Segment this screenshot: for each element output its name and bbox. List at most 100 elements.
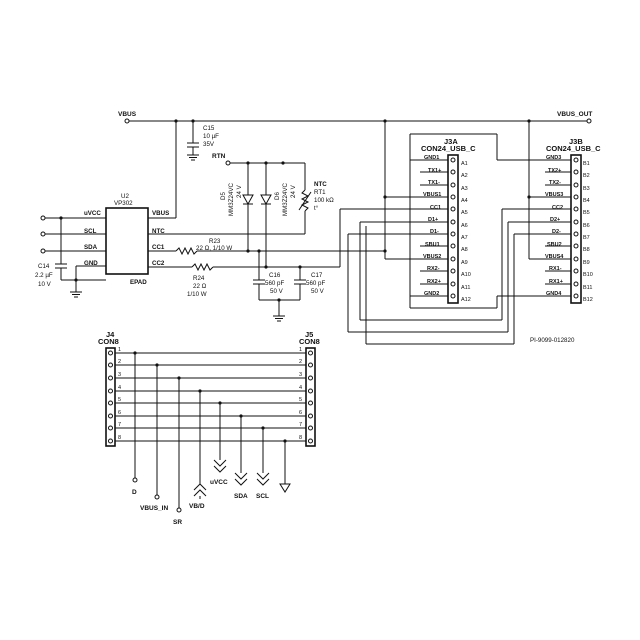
j3b-pin-num: B8: [583, 247, 590, 253]
rt1-type: NTC: [314, 181, 327, 188]
j3a-pin-name: TX1-: [428, 180, 440, 186]
d6-ref: D6: [274, 192, 281, 200]
j3a-pin-num: A11: [461, 285, 470, 291]
u2-pin-uvcc: uVCC: [84, 210, 101, 217]
c14-value: 2.2 µF: [35, 272, 53, 279]
j3b-pin-names: GND3 TX2+ TX2- VBUS3 CC2 D2+ D2- SBU2 VB…: [545, 155, 564, 297]
j3b-pin-name: GND3: [546, 155, 561, 161]
uvcc-arrow-icon: [213, 459, 227, 473]
j4-ref: J4: [106, 330, 115, 339]
j3a-pin-num: A10: [461, 272, 471, 278]
j5-pin-num: 2: [299, 359, 302, 365]
j3b-pin-num: B5: [583, 210, 590, 216]
j4-part: CON8: [98, 337, 119, 346]
j3a-pin-name: TX1+: [428, 168, 441, 174]
net-label-vbus-out: VBUS_OUT: [557, 111, 592, 118]
c17-value: 560 pF: [306, 280, 325, 287]
net-label-uvcc: uVCC: [210, 479, 228, 486]
j4-pin-numbers: 1 2 3 4 5 6 7 8: [118, 347, 121, 441]
u2-pin-scl: SCL: [84, 228, 97, 235]
r23-ref: R23: [209, 238, 221, 245]
r24-value: 22 Ω: [193, 283, 207, 290]
net-label-vbus-in: VBUS_IN: [140, 505, 168, 512]
j5-pin-num: 5: [299, 397, 302, 403]
rtn-wire: [225, 160, 305, 166]
j3b-pin-name: RX1+: [549, 279, 563, 285]
j3b-pin-num: B7: [583, 235, 590, 241]
j3b-pin-num: B1: [583, 161, 590, 167]
u2-pin-ntc: NTC: [152, 228, 165, 235]
net-label-d: D: [132, 489, 137, 496]
capacitor-c15: [187, 121, 199, 161]
vbus-rail: [124, 118, 592, 124]
u2-pin-vbus: VBUS: [152, 210, 169, 217]
u2-body: [105, 207, 149, 275]
j5-pin-num: 7: [299, 422, 302, 428]
d5-ref: D5: [220, 192, 227, 200]
j5-part: CON8: [299, 337, 320, 346]
drawing-id: PI-9099-012820: [530, 337, 575, 344]
j5-ref: J5: [305, 330, 313, 339]
j4-pin-num: 1: [118, 347, 121, 353]
j3a-pin-names: GND1 TX1+ TX1- VBUS1 CC1 D1+ D1- SBU1 VB…: [423, 155, 441, 297]
diode-d6: [260, 163, 272, 267]
j3a-pin-num: A8: [461, 247, 468, 253]
vbd-arrow-icon: [193, 483, 207, 499]
d6-rating: 24 V: [290, 184, 297, 198]
capacitor-c17: [294, 267, 306, 300]
net-label-sr: SR: [173, 519, 182, 526]
j3a-pin-num: A3: [461, 186, 468, 192]
rt1-value: 100 kΩ: [314, 197, 334, 204]
j3b-pin-num: B9: [583, 260, 590, 266]
j3b-part: CON24_USB_C: [546, 144, 601, 153]
j3a-pin-name: D1-: [430, 229, 439, 235]
j3a-pin-name: VBUS1: [423, 192, 441, 198]
j4-pin-num: 3: [118, 372, 121, 378]
j3b-body: [570, 154, 582, 304]
net-label-rtn: RTN: [212, 153, 226, 160]
c15-ref: C15: [203, 125, 215, 132]
resistor-r23: [175, 246, 385, 256]
j3a-pin-name: GND2: [424, 291, 439, 297]
j3a-pin-numbers: A1 A2 A3 A4 A5 A6 A7 A8 A9 A10 A11 A12: [461, 161, 471, 303]
j3a-pin-num: A1: [461, 161, 468, 167]
j3a-pin-name: SBU1: [425, 242, 440, 248]
j3b-pin-name: D2-: [552, 229, 561, 235]
u2-pin-cc1: CC1: [152, 244, 165, 251]
j3b-pin-name: SBU2: [547, 242, 562, 248]
rt1-ref: RT1: [314, 189, 326, 196]
thermistor-rt1: [166, 163, 312, 235]
j5-pin-num: 1: [299, 347, 302, 353]
j3a-pin-name: RX2-: [427, 266, 440, 272]
j3b-pin-name: TX2-: [549, 180, 561, 186]
j3a-pins: [348, 157, 456, 299]
net-label-vbus: VBUS: [118, 111, 137, 118]
diode-d5: [242, 163, 254, 251]
j5-pin-num: 3: [299, 372, 302, 378]
j3b-pin-num: B12: [583, 297, 593, 303]
u2-pin-epad: EPAD: [130, 279, 147, 286]
j3b-pin-numbers: B1 B2 B3 B4 B5 B6 B7 B8 B9 B10 B11 B12: [583, 161, 593, 303]
r24-power: 1/10 W: [187, 291, 207, 298]
r23-value: 22 Ω, 1/10 W: [196, 245, 232, 252]
capacitor-c16: [253, 251, 300, 322]
j3b-pin-name: GND4: [546, 291, 562, 297]
j3a-pin-name: VBUS2: [423, 254, 441, 260]
net-label-sda: SDA: [234, 493, 248, 500]
j3b-pin-name: VBUS4: [545, 254, 564, 260]
c14-rating: 10 V: [38, 281, 52, 288]
u2-part: VP302: [114, 200, 133, 207]
u2-pin-cc2: CC2: [152, 260, 165, 267]
u2-pin-sda: SDA: [84, 244, 98, 251]
j3a-pin-num: A12: [461, 297, 471, 303]
c16-rating: 50 V: [270, 288, 284, 295]
u2-ref: U2: [121, 193, 129, 200]
j3b-pin-num: B6: [583, 223, 590, 229]
j3a-pin-name: RX2+: [427, 279, 441, 285]
j3a-pin-num: A6: [461, 223, 468, 229]
j5-pin-num: 8: [299, 435, 302, 441]
j5-pin-num: 4: [299, 385, 302, 391]
j3a-pin-num: A5: [461, 210, 468, 216]
c17-rating: 50 V: [311, 288, 325, 295]
j3a-part: CON24_USB_C: [421, 144, 476, 153]
